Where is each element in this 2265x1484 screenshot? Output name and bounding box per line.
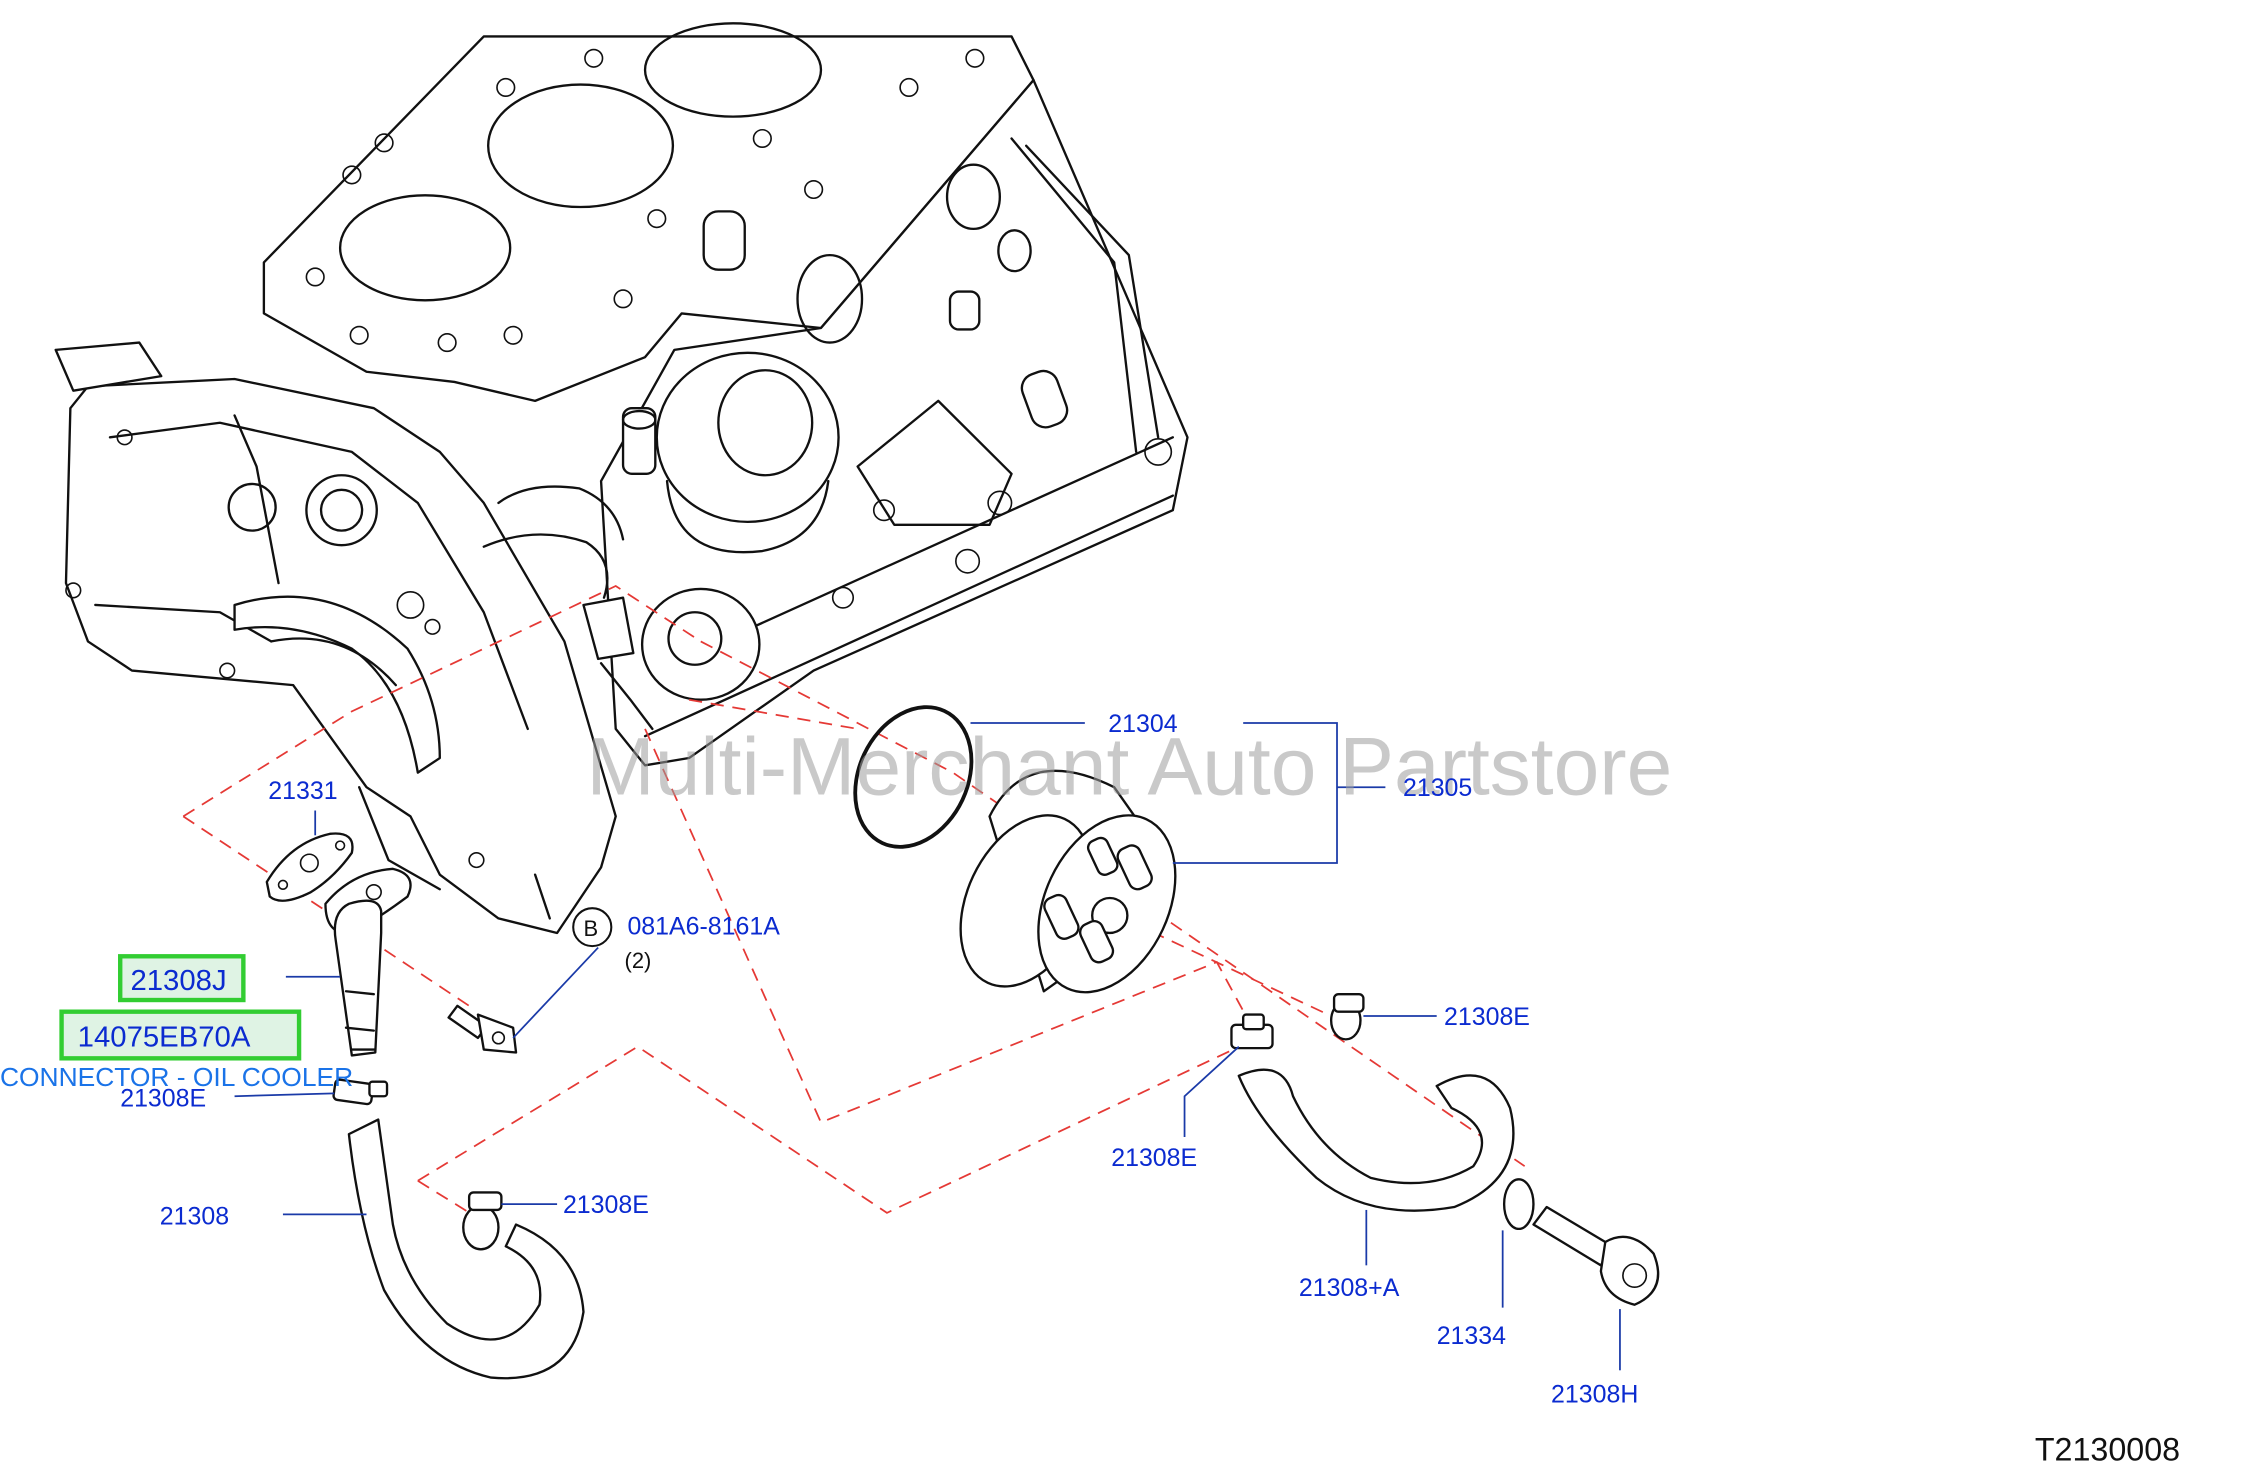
label-21308J[interactable]: 21308J [130, 965, 226, 997]
bolt-081A6-8161A[interactable] [447, 1004, 518, 1054]
bolt-marker-letter: B [583, 916, 598, 941]
label-bolt-quantity: (2) [625, 948, 652, 973]
engine-block [54, 22, 1189, 935]
part-description: CONNECTOR - OIL COOLER [0, 1062, 353, 1092]
washer-21334[interactable] [1502, 1178, 1535, 1231]
label-081A6-8161A[interactable]: 081A6-8161A [627, 913, 780, 940]
hose-clamp-21308E-upper[interactable] [332, 1078, 389, 1106]
label-21308[interactable]: 21308 [160, 1204, 229, 1231]
bolt-21308H[interactable] [1532, 1205, 1660, 1306]
label-14075EB70A[interactable]: 14075EB70A [78, 1022, 251, 1054]
bolt-marker-circle [572, 907, 613, 948]
head-bolt-holes [305, 48, 985, 353]
hose-clamp-21308E-mid[interactable] [1230, 1013, 1274, 1050]
label-21308H[interactable]: 21308H [1551, 1381, 1638, 1408]
highlight-box-21308J [118, 954, 246, 1003]
o-ring-21304[interactable] [833, 688, 993, 866]
oil-cooler-21305[interactable] [935, 769, 1203, 1014]
label-21308E-right[interactable]: 21308E [1444, 1004, 1530, 1031]
hose-clamp-21308E-right[interactable] [1329, 993, 1365, 1041]
highlight-box-14075EB70A [59, 1009, 302, 1061]
leader-lines [234, 722, 1621, 1371]
label-21305[interactable]: 21305 [1403, 775, 1472, 802]
label-21308E-bottom[interactable]: 21308E [563, 1192, 649, 1219]
hose-21308[interactable] [347, 1118, 585, 1380]
gasket-21331[interactable] [265, 832, 354, 902]
hose-21308A[interactable] [1237, 1068, 1515, 1212]
label-21308E-mid[interactable]: 21308E [1111, 1145, 1197, 1172]
label-21334[interactable]: 21334 [1437, 1323, 1506, 1350]
label-21308A[interactable]: 21308+A [1299, 1275, 1400, 1302]
hose-clamp-21308E-lower-left[interactable] [462, 1191, 503, 1251]
phantom-lines [182, 585, 1526, 1223]
diagram-code: T2130008 [2035, 1432, 2180, 1468]
oil-cooler-connector-14075EB70A[interactable] [324, 867, 412, 1057]
label-21331[interactable]: 21331 [268, 778, 337, 805]
label-21304[interactable]: 21304 [1108, 711, 1177, 738]
watermark: Multi-Merchant Auto Partstore [586, 722, 1672, 813]
label-21308E-left[interactable]: 21308E [120, 1085, 206, 1112]
